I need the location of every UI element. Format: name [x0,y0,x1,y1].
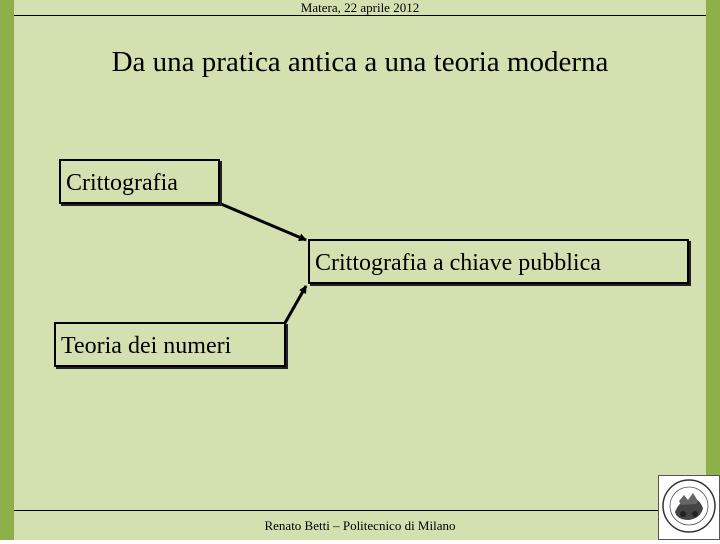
arrow-crittografia-to-chiave-pubblica [220,202,307,242]
node-crittografia: Crittografia [59,159,220,204]
slide-title: Da una pratica antica a una teoria moder… [111,46,609,78]
header-bar: Matera, 22 aprile 2012 [14,0,706,16]
politecnico-seal-icon [662,479,716,533]
footer-bar: Renato Betti – Politecnico di Milano [14,510,706,540]
node-teoria-dei-numeri: Teoria dei numeri [54,322,286,367]
arrow-teoria-numeri-to-chiave-pubblica [283,285,308,324]
footer-author: Renato Betti – Politecnico di Milano [264,518,456,533]
politecnico-logo [658,475,720,540]
header-date: Matera, 22 aprile 2012 [300,0,420,15]
node-crittografia-chiave-pubblica: Crittografia a chiave pubblica [308,239,689,284]
